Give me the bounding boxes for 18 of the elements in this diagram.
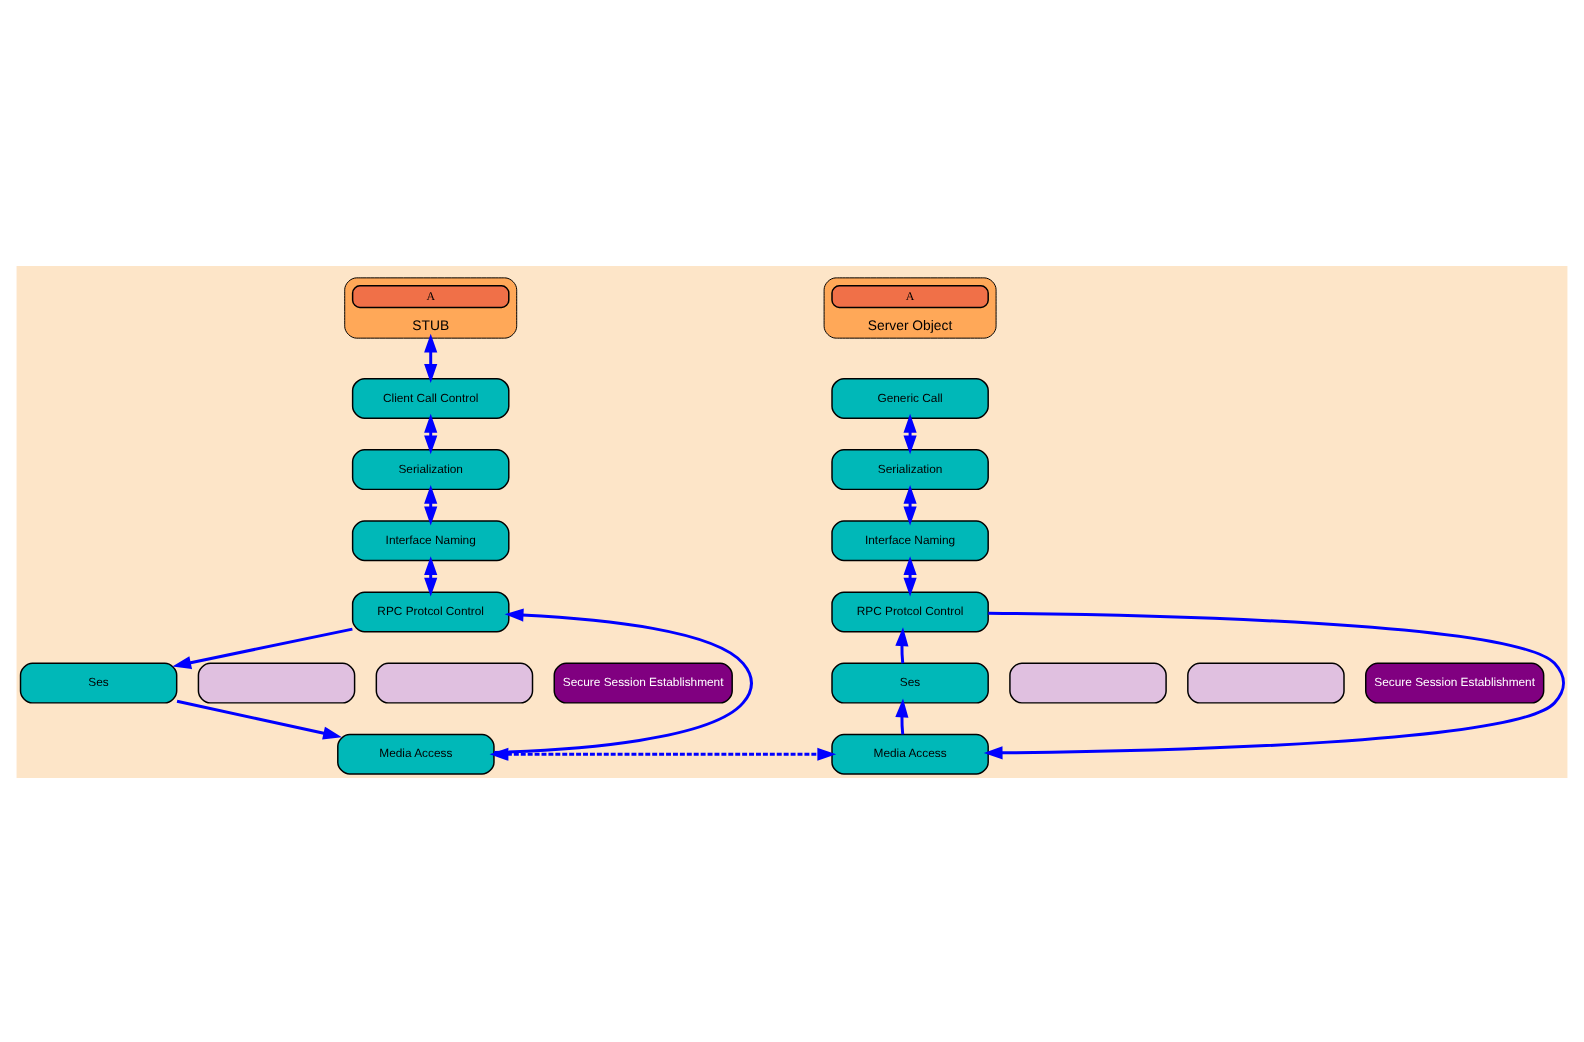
arrow: [983, 610, 1565, 759]
arrow: [494, 607, 754, 753]
node-box: [1187, 661, 1345, 703]
arrow: [903, 412, 917, 454]
node-box: [375, 661, 534, 703]
arrow: [903, 484, 917, 525]
arrow: [172, 626, 353, 669]
arrow: [489, 746, 837, 760]
arrow: [424, 332, 438, 382]
arrow: [424, 412, 438, 454]
arrow: [424, 555, 438, 596]
arrow: [424, 484, 438, 525]
arrow: [176, 698, 342, 739]
node-box: [1009, 661, 1167, 703]
arrow: [903, 555, 917, 596]
node-box: [197, 661, 356, 703]
arrow: [895, 697, 909, 734]
arrow: [895, 626, 909, 663]
